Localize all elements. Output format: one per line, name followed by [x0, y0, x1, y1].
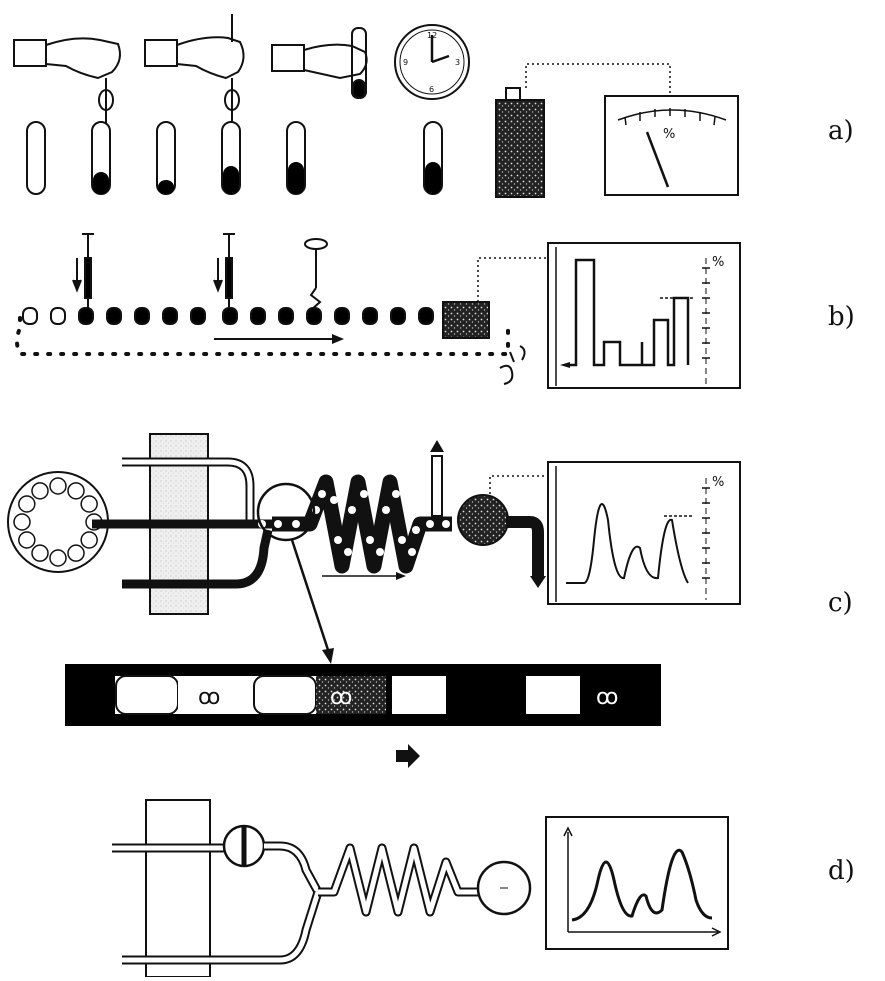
- stirrer-icon: [305, 239, 327, 316]
- air-bubble: [426, 520, 434, 528]
- sampler-cup: [50, 550, 66, 566]
- sampler-cup: [19, 496, 35, 512]
- meter-unit: %: [663, 127, 675, 142]
- panel-a-manual-analysis: 12 3 6 9: [14, 14, 738, 197]
- sampler-cup: [81, 532, 97, 548]
- sample-cup: [419, 308, 433, 324]
- hand-tube-icon: [272, 28, 367, 98]
- air-bubble: [330, 496, 338, 504]
- air-bubble: [442, 520, 450, 528]
- sample-cup: [191, 308, 205, 324]
- panel-c-continuous-flow: % ꝏ ꝏ ꝏ: [8, 434, 740, 768]
- sampler-cup: [50, 478, 66, 494]
- air-bubble-1: [116, 676, 178, 714]
- air-bubble: [348, 506, 356, 514]
- air-bubble: [408, 548, 416, 556]
- debubbler-icon: [430, 440, 444, 516]
- syringe-2-icon: [214, 234, 235, 310]
- sampler-cup: [14, 514, 30, 530]
- injection-valve-icon: [224, 826, 264, 866]
- sample-cup: [223, 308, 237, 324]
- magnify-pointer: [292, 540, 330, 656]
- air-bubble: [398, 536, 406, 544]
- mixing-swirl-3: ꝏ: [596, 685, 618, 710]
- test-tube-empty-2: [157, 122, 175, 194]
- sampler-cup: [68, 483, 84, 499]
- stream-direction-arrow: [396, 744, 420, 768]
- test-tube-pipette-1: [92, 122, 110, 194]
- arrowhead: [332, 334, 344, 344]
- svg-text:6: 6: [429, 85, 434, 94]
- syringe-1-icon: [73, 234, 94, 310]
- mixing-swirl-1: ꝏ: [198, 685, 220, 710]
- panel-b-discrete-analyzer: %: [17, 234, 740, 388]
- panel-label-d: d): [828, 856, 855, 886]
- sample-cup: [51, 308, 65, 324]
- sampler-cup: [68, 545, 84, 561]
- return-symbols: [500, 346, 525, 384]
- air-bubble-4: [526, 676, 580, 714]
- sample-cup: [251, 308, 265, 324]
- air-bubble: [366, 536, 374, 544]
- air-bubble-2: [254, 676, 316, 714]
- air-bubble: [360, 490, 368, 498]
- sampler-cup: [32, 545, 48, 561]
- air-bubble: [412, 526, 420, 534]
- analog-meter: %: [605, 96, 738, 195]
- svg-text:9: 9: [403, 58, 408, 67]
- air-bubble: [274, 520, 282, 528]
- test-tube-empty-1: [27, 122, 45, 194]
- panel-d-flow-injection: [112, 800, 728, 977]
- air-bubble: [382, 506, 390, 514]
- chart-b-unit: %: [712, 255, 724, 270]
- air-bubble: [344, 548, 352, 556]
- magnifier-ring: [258, 484, 314, 540]
- sample-cup: [279, 308, 293, 324]
- sample-cup: [79, 308, 93, 324]
- test-tube-filled-2: [424, 122, 442, 194]
- waste-outlet-c: [506, 522, 538, 578]
- chart-c-unit: %: [712, 475, 724, 490]
- air-bubble: [334, 536, 342, 544]
- magnified-segmented-stream: ꝏ ꝏ ꝏ: [65, 664, 661, 726]
- sample-cup: [335, 308, 349, 324]
- sample-cup: [391, 308, 405, 324]
- signal-wire-a: [526, 64, 670, 96]
- panel-label-a: a): [828, 116, 854, 146]
- air-bubble: [376, 548, 384, 556]
- flow-cell-c: [458, 495, 508, 545]
- photometer-icon: [496, 88, 544, 197]
- air-bubble: [292, 520, 300, 528]
- chart-recorder-c: %: [548, 462, 740, 604]
- sampler-cup: [32, 483, 48, 499]
- mixing-swirl-2: ꝏ: [330, 685, 352, 710]
- sample-cup: [135, 308, 149, 324]
- chart-recorder-b: %: [548, 243, 740, 388]
- air-bubble: [318, 490, 326, 498]
- sampler-cup: [81, 496, 97, 512]
- chart-recorder-d: [546, 817, 728, 949]
- sample-cup: [107, 308, 121, 324]
- air-bubble: [392, 490, 400, 498]
- pump-block-d: [146, 800, 210, 977]
- sample-cup: [163, 308, 177, 324]
- svg-text:12: 12: [427, 31, 437, 40]
- test-tube-pipette-2: [222, 122, 240, 194]
- panel-label-b: b): [828, 302, 855, 332]
- panel-label-c: c): [828, 588, 853, 618]
- sample-cup: [23, 308, 37, 324]
- signal-wire-b: [478, 258, 548, 302]
- photometer-b-icon: [443, 302, 489, 338]
- carrier-tube-d: [264, 846, 318, 892]
- clock-icon: 12 3 6 9: [395, 25, 469, 99]
- svg-text:3: 3: [455, 58, 460, 67]
- sample-cup: [363, 308, 377, 324]
- sample-cup: [307, 308, 321, 324]
- sample-cups-row: [23, 308, 433, 324]
- test-tube-filled-1: [287, 122, 305, 194]
- air-bubble-3: [392, 676, 446, 714]
- signal-wire-c: [490, 476, 548, 494]
- sampler-cup: [19, 532, 35, 548]
